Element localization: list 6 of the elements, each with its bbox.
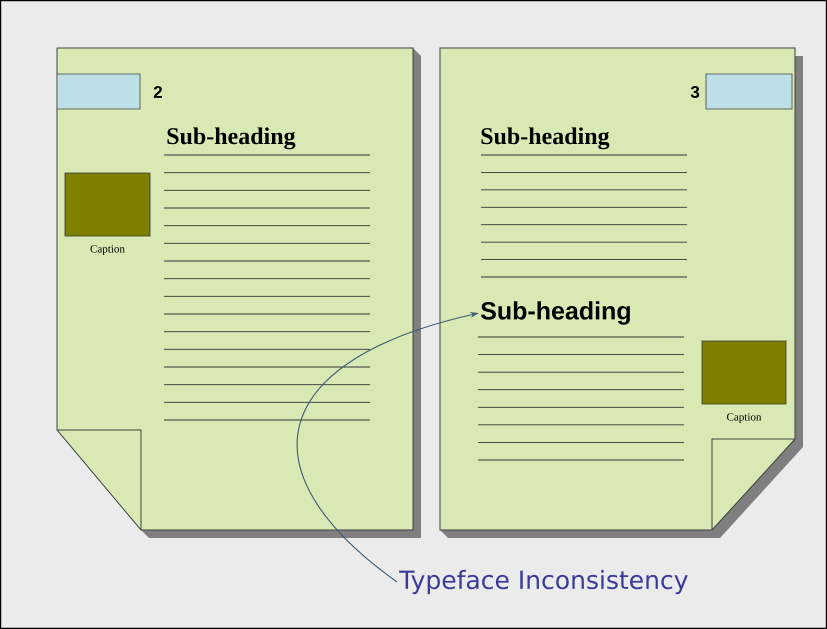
sub-heading: Sub-heading [481, 127, 610, 150]
node-label: Caption [727, 413, 762, 423]
sub-heading: Sub-heading [480, 301, 630, 325]
page-number: 3 [690, 86, 700, 98]
annotation-text: Typeface Inconsistency [399, 570, 688, 594]
picture-box [702, 340, 786, 404]
